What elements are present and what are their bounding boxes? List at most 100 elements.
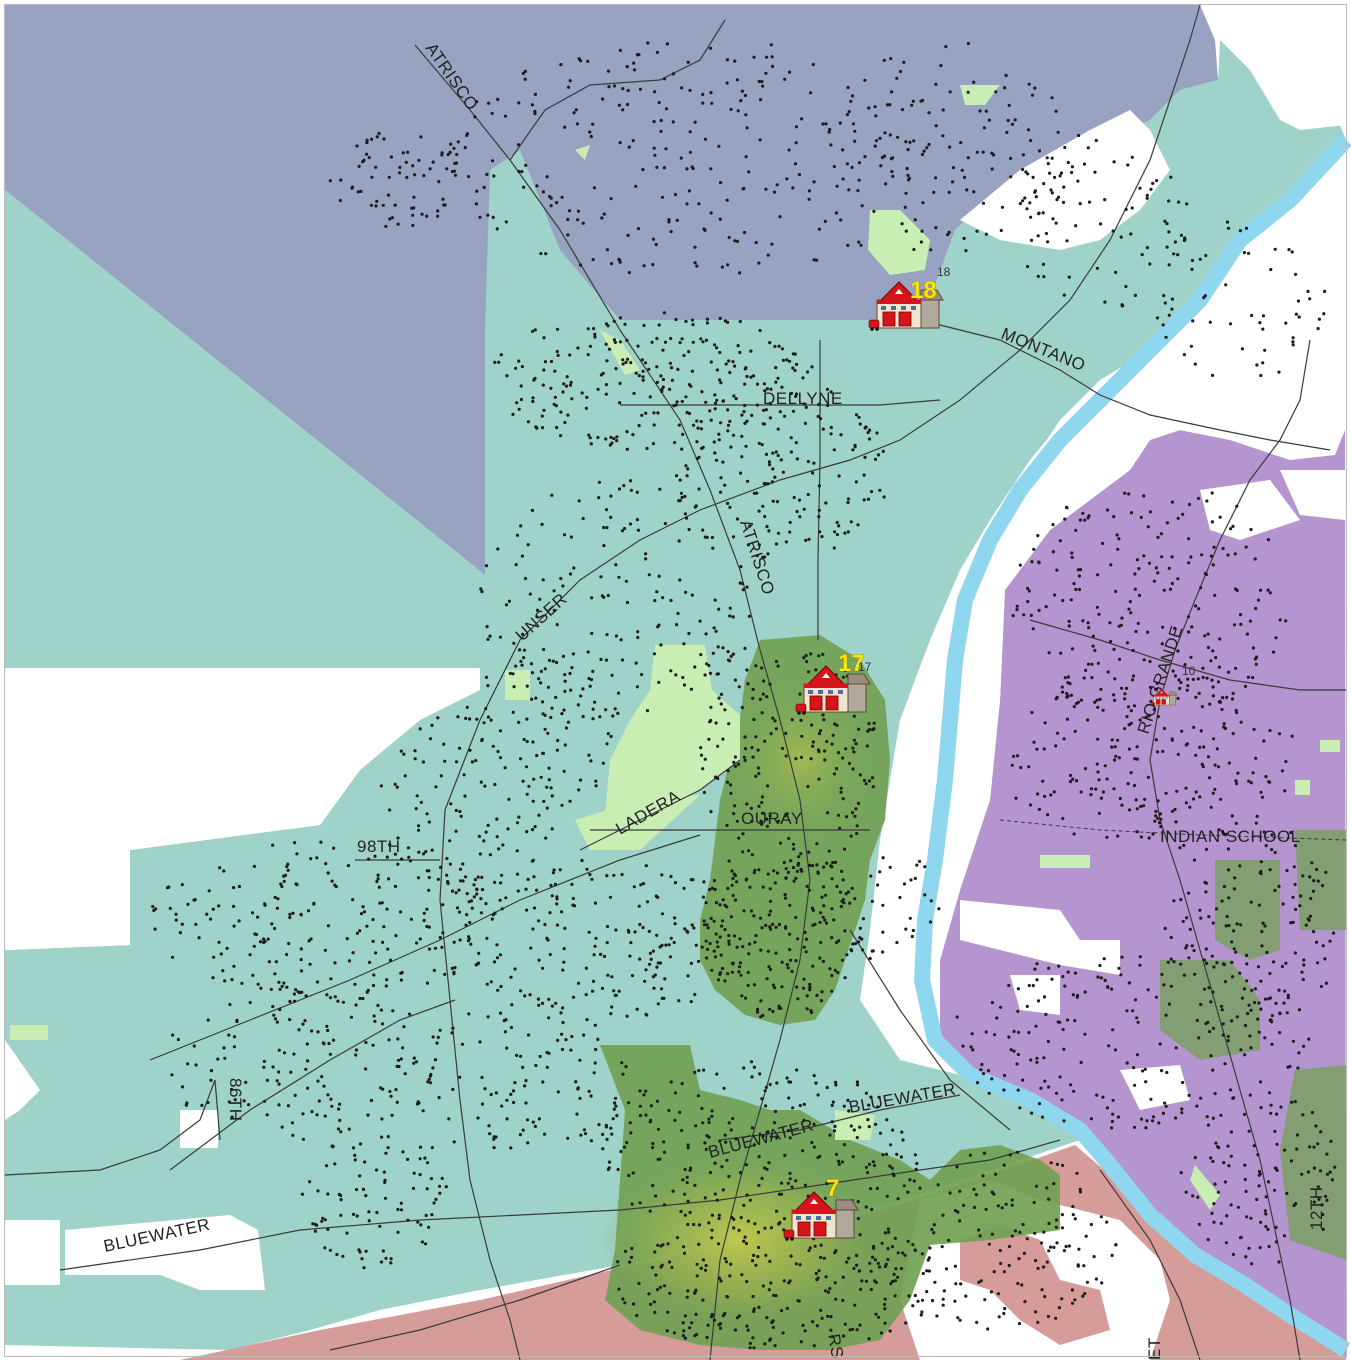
address-dot (681, 1334, 686, 1338)
zone-green-purple-2 (1295, 830, 1346, 930)
address-dot (723, 903, 727, 907)
hotspot-central (720, 670, 880, 850)
address-dot (452, 169, 456, 173)
address-dot (367, 1210, 371, 1214)
address-dot (1322, 312, 1326, 316)
address-dot (869, 874, 873, 878)
address-dot (355, 931, 359, 935)
address-dot (454, 760, 459, 764)
address-dot (1263, 924, 1267, 928)
address-dot (364, 1194, 368, 1198)
address-dot (1079, 698, 1083, 702)
address-dot (1306, 917, 1310, 921)
address-dot (859, 243, 863, 247)
address-dot (640, 358, 644, 362)
address-dot (1007, 1244, 1012, 1249)
address-dot (1077, 574, 1081, 578)
address-dot (816, 748, 821, 752)
address-dot (451, 1026, 455, 1030)
address-dot (715, 1198, 719, 1202)
address-dot (1067, 624, 1071, 628)
address-dot (867, 437, 872, 441)
address-dot (232, 904, 236, 909)
address-dot (760, 666, 764, 670)
address-dot (1055, 568, 1059, 572)
address-dot (867, 1125, 871, 1129)
address-dot (333, 1162, 337, 1166)
address-dot (686, 1143, 690, 1147)
address-dot (316, 1030, 320, 1034)
address-dot (701, 767, 705, 771)
address-dot (1249, 1008, 1253, 1012)
address-dot (709, 211, 713, 215)
address-dot (358, 1142, 363, 1146)
address-dot (794, 1262, 798, 1266)
address-dot (695, 264, 699, 268)
address-dot (1239, 622, 1243, 627)
address-dot (511, 412, 515, 416)
address-dot (1176, 577, 1180, 581)
address-dot (694, 1312, 698, 1316)
address-dot (1135, 1053, 1139, 1057)
address-dot (755, 1010, 760, 1014)
address-dot (739, 99, 743, 103)
address-dot (858, 1323, 862, 1327)
address-dot (282, 1051, 287, 1055)
address-dot (596, 387, 600, 391)
address-dot (823, 1196, 828, 1200)
address-dot (559, 576, 563, 581)
address-dot (419, 1223, 423, 1227)
address-dot (1321, 1212, 1325, 1217)
address-dot (441, 931, 445, 935)
address-dot (552, 402, 556, 406)
address-dot (299, 947, 303, 951)
address-dot (1298, 904, 1302, 908)
address-dot (563, 679, 567, 683)
address-dot (729, 791, 733, 796)
fire-station-7[interactable]: 7 (783, 1175, 859, 1242)
address-dot (1242, 251, 1246, 255)
fire-station-18[interactable]: 18 18 (868, 265, 951, 332)
address-dot (440, 151, 444, 155)
address-dot (729, 783, 733, 787)
fire-station-17[interactable]: 17 17 (795, 650, 872, 716)
address-dot (289, 1070, 293, 1074)
address-dot (496, 97, 500, 102)
address-dot (737, 970, 741, 974)
address-dot (738, 319, 742, 324)
address-dot (1120, 803, 1124, 807)
address-dot (757, 79, 761, 84)
address-dot (617, 487, 622, 491)
address-dot (493, 360, 497, 364)
address-dot (708, 720, 712, 724)
address-dot (304, 994, 308, 998)
address-dot (405, 175, 409, 180)
address-dot (621, 108, 625, 112)
address-dot (932, 1231, 936, 1235)
address-dot (1065, 506, 1069, 510)
address-dot (396, 1058, 401, 1062)
address-dot (1111, 1098, 1115, 1102)
address-dot (982, 1183, 986, 1187)
address-dot (1143, 1067, 1147, 1071)
address-dot (1054, 744, 1058, 748)
address-dot (346, 864, 350, 868)
address-dot (1162, 588, 1166, 592)
address-dot (895, 76, 899, 80)
address-dot (576, 981, 581, 985)
address-dot (620, 1061, 624, 1065)
address-dot (699, 653, 703, 657)
fire-station-10[interactable]: 10 (1150, 664, 1196, 707)
address-dot (815, 1324, 820, 1328)
address-dot (708, 671, 713, 675)
address-dot (684, 464, 688, 468)
address-dot (382, 925, 386, 929)
address-dot (618, 258, 622, 262)
address-dot (1154, 995, 1158, 999)
address-dot (1040, 1288, 1044, 1292)
address-dot (941, 1303, 945, 1307)
address-dot (1119, 235, 1123, 239)
address-dot (801, 1149, 805, 1153)
address-dot (299, 913, 303, 917)
